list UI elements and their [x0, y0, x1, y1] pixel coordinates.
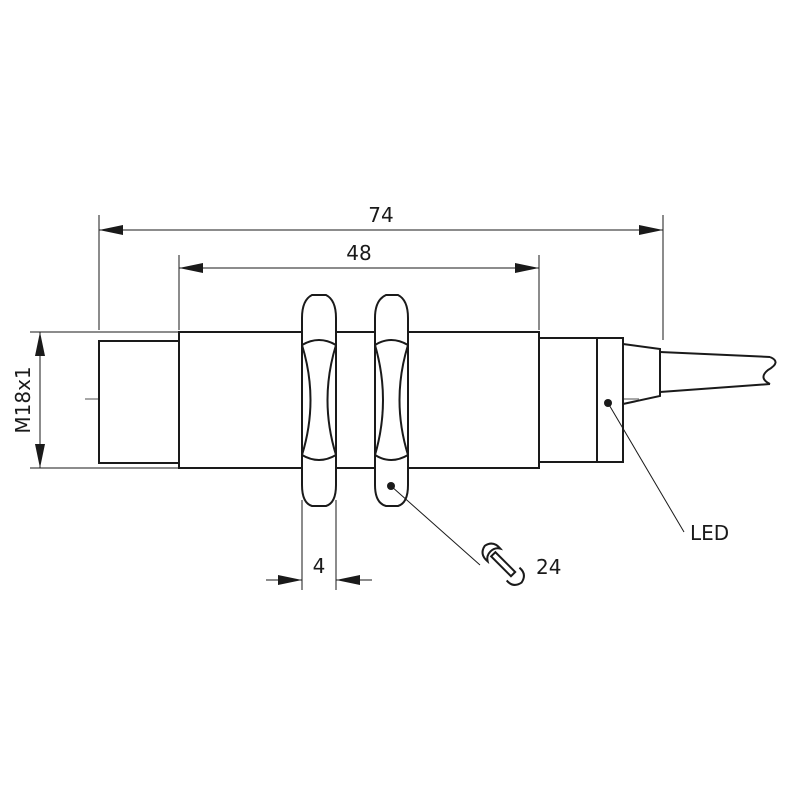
arrow-right-4 — [336, 575, 360, 585]
led-leader — [607, 402, 685, 533]
arrow-left-48 — [179, 263, 203, 273]
dim-thread-length: 48 — [346, 241, 371, 265]
arrow-left-74 — [99, 225, 123, 235]
nut-1 — [301, 294, 337, 507]
led-label: LED — [690, 521, 729, 545]
threaded-barrel — [178, 331, 540, 469]
wrench-leader — [390, 485, 481, 566]
arrow-right-48 — [515, 263, 539, 273]
arrow-top-m18 — [35, 332, 45, 356]
arrow-bottom-m18 — [35, 444, 45, 468]
dim-overall-length: 74 — [368, 203, 393, 227]
nut-2 — [374, 294, 409, 507]
cable-bottom — [659, 383, 771, 393]
wrench-size: 24 — [536, 555, 561, 579]
wrench-icon — [481, 542, 525, 586]
sensing-face — [98, 340, 180, 464]
cable-gland — [622, 343, 661, 405]
cable-top — [659, 351, 771, 358]
dim-nut-thickness: 4 — [313, 554, 326, 578]
dim-thread-size: M18x1 — [11, 366, 35, 433]
cable-break — [762, 356, 777, 385]
arrow-right-74 — [639, 225, 663, 235]
arrow-left-4 — [278, 575, 302, 585]
